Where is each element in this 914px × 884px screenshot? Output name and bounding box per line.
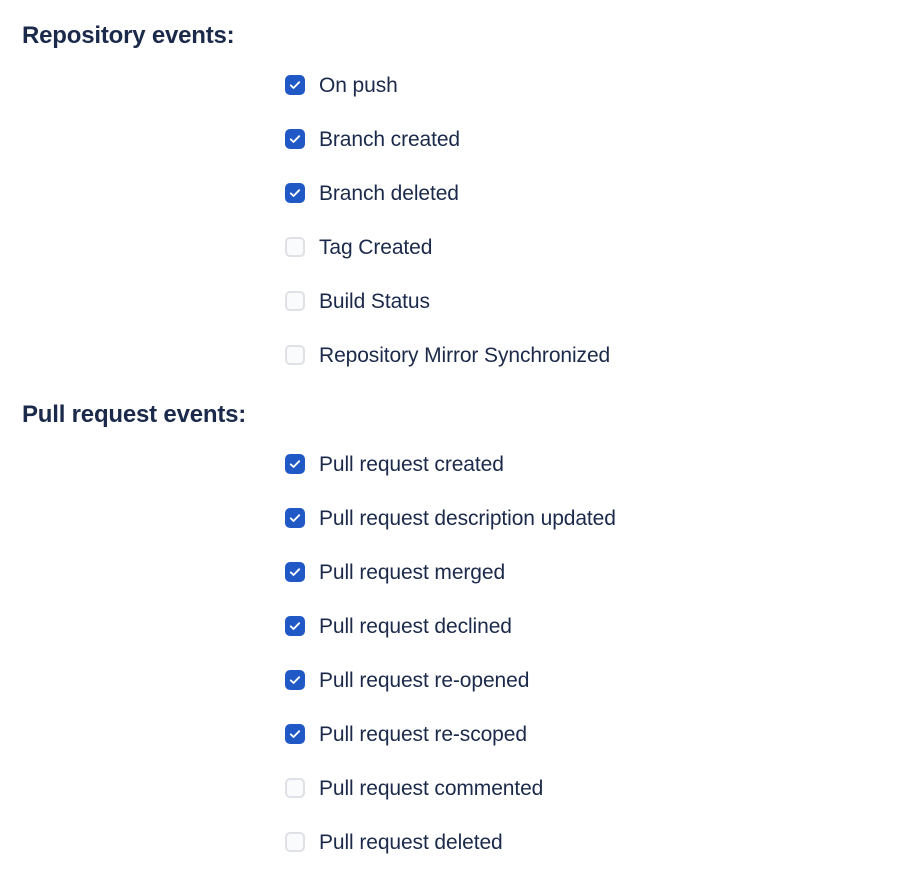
option-label: Pull request declined — [319, 614, 512, 638]
checkbox-unchecked-icon[interactable] — [285, 778, 305, 798]
option-row[interactable]: Build Status — [0, 274, 914, 328]
checkbox-checked-icon[interactable] — [285, 129, 305, 149]
checkbox-unchecked-icon[interactable] — [285, 345, 305, 365]
option-label: Branch created — [319, 127, 461, 151]
option-label: On push — [319, 73, 398, 97]
checkbox-checked-icon[interactable] — [285, 183, 305, 203]
option-label: Build Status — [319, 289, 430, 313]
checkbox-unchecked-icon[interactable] — [285, 832, 305, 852]
option-row[interactable]: Branch deleted — [0, 166, 914, 220]
option-row[interactable]: On push — [0, 58, 914, 112]
option-label: Pull request description updated — [319, 506, 616, 530]
checkbox-unchecked-icon[interactable] — [285, 291, 305, 311]
option-row[interactable]: Pull request created — [0, 437, 914, 491]
checkbox-checked-icon[interactable] — [285, 724, 305, 744]
option-row[interactable]: Pull request declined — [0, 599, 914, 653]
checkbox-checked-icon[interactable] — [285, 616, 305, 636]
option-row[interactable]: Tag Created — [0, 220, 914, 274]
checkbox-checked-icon[interactable] — [285, 670, 305, 690]
option-label: Pull request deleted — [319, 830, 503, 854]
option-label: Pull request commented — [319, 776, 544, 800]
option-label: Pull request created — [319, 452, 504, 476]
option-label: Pull request merged — [319, 560, 506, 584]
checkbox-checked-icon[interactable] — [285, 508, 305, 528]
option-label: Repository Mirror Synchronized — [319, 343, 611, 367]
option-row[interactable]: Pull request merged — [0, 545, 914, 599]
option-label: Pull request re-scoped — [319, 722, 527, 746]
checkbox-checked-icon[interactable] — [285, 75, 305, 95]
checkbox-checked-icon[interactable] — [285, 454, 305, 474]
option-label: Branch deleted — [319, 181, 459, 205]
option-row[interactable]: Pull request re-opened — [0, 653, 914, 707]
option-row[interactable]: Branch created — [0, 112, 914, 166]
option-row[interactable]: Pull request description updated — [0, 491, 914, 545]
option-row[interactable]: Pull request deleted — [0, 815, 914, 869]
checkbox-checked-icon[interactable] — [285, 562, 305, 582]
pull-request-events-heading: Pull request events: — [22, 401, 247, 428]
option-row[interactable]: Pull request commented — [0, 761, 914, 815]
checkbox-unchecked-icon[interactable] — [285, 237, 305, 257]
repository-events-heading: Repository events: — [22, 22, 235, 49]
option-row[interactable]: Repository Mirror Synchronized — [0, 328, 914, 382]
option-label: Pull request re-opened — [319, 668, 530, 692]
option-row[interactable]: Pull request re-scoped — [0, 707, 914, 761]
option-label: Tag Created — [319, 235, 433, 259]
